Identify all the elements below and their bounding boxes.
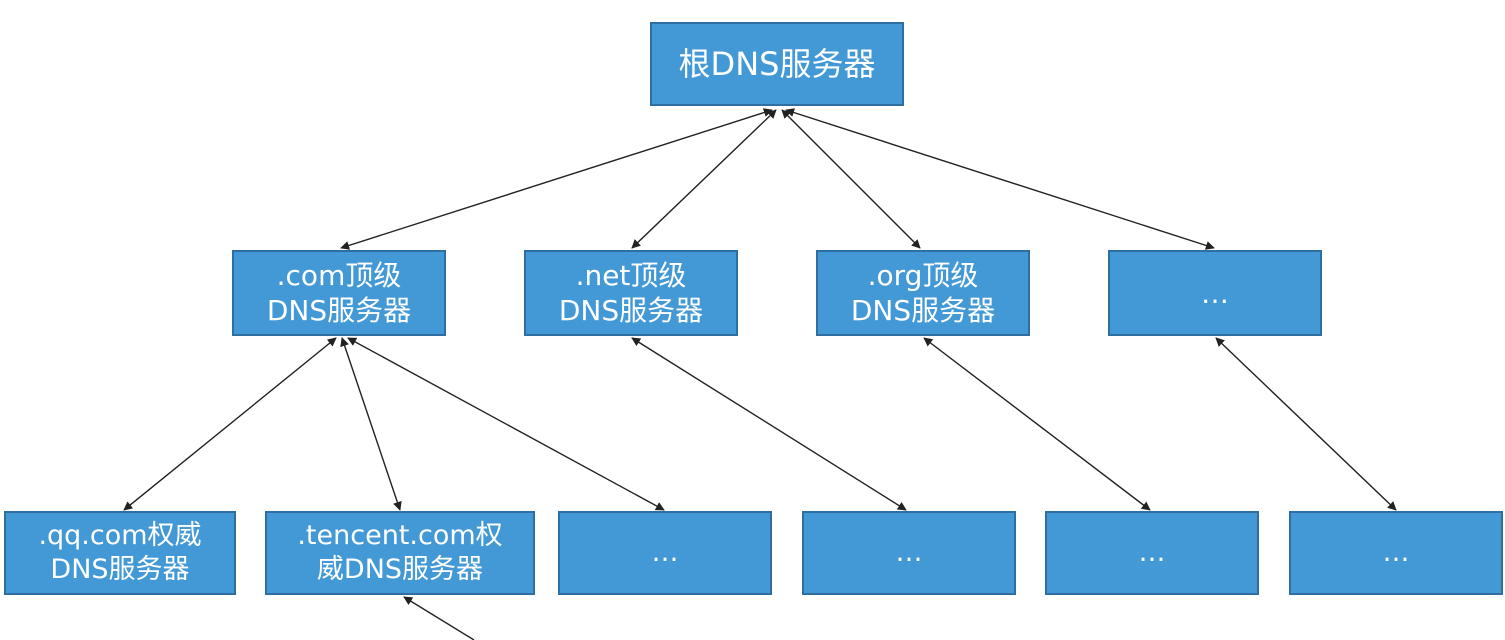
org-child-server-node: … (1045, 511, 1259, 595)
tencent-authoritative-server-node: .tencent.com权 威DNS服务器 (265, 511, 535, 595)
root-dns-server-label: 根DNS服务器 (678, 45, 876, 83)
net-child-server-label: … (895, 537, 923, 569)
more-tld-server-label: … (1201, 276, 1229, 310)
net-tld-server-node: .net顶级 DNS服务器 (524, 250, 738, 336)
edge-tld-more-child (1215, 337, 1397, 511)
edge-com-qq (123, 337, 337, 511)
qq-authoritative-server-label: .qq.com权威 DNS服务器 (38, 520, 202, 585)
net-tld-server-label: .net顶级 DNS服务器 (558, 259, 704, 327)
com-tld-server-label: .com顶级 DNS服务器 (266, 259, 412, 327)
more-tld-child-server-label: … (1382, 537, 1410, 569)
edge-net-child (631, 337, 907, 511)
tencent-authoritative-server-label: .tencent.com权 威DNS服务器 (297, 520, 503, 585)
org-tld-server-label: .org顶级 DNS服务器 (850, 259, 996, 327)
edge-root-com (340, 108, 773, 250)
qq-authoritative-server-node: .qq.com权威 DNS服务器 (4, 511, 236, 595)
com-tld-server-node: .com顶级 DNS服务器 (232, 250, 446, 336)
edge-tencent-offscreen (403, 596, 475, 640)
edge-com-more (347, 337, 665, 511)
more-tld-server-node: … (1108, 250, 1322, 336)
edge-root-net (631, 109, 777, 249)
org-child-server-label: … (1138, 537, 1166, 569)
com-more-server-label: … (651, 537, 679, 569)
net-child-server-node: … (802, 511, 1016, 595)
more-tld-child-server-node: … (1289, 511, 1503, 595)
edge-com-tencent (340, 337, 402, 511)
root-dns-server-node: 根DNS服务器 (650, 22, 904, 106)
edge-org-child (923, 337, 1151, 511)
edge-root-tld-more (785, 108, 1215, 250)
org-tld-server-node: .org顶级 DNS服务器 (816, 250, 1030, 336)
com-more-server-node: … (558, 511, 772, 595)
